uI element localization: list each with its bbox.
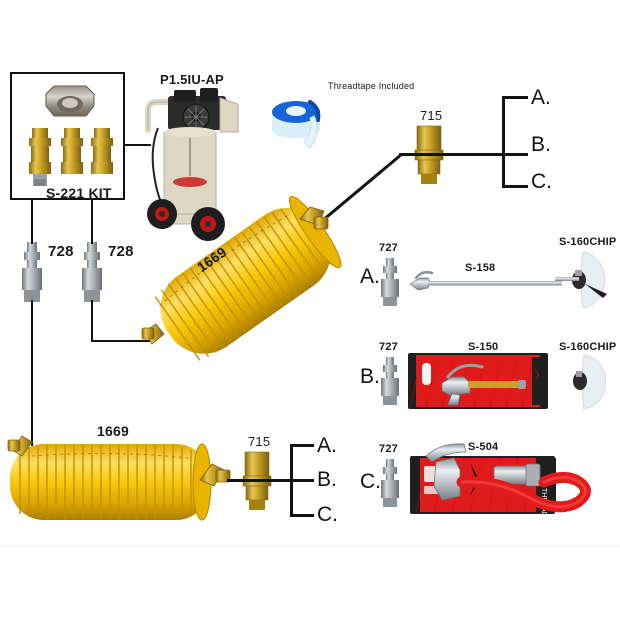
upper-bracket-stub-b: [502, 153, 528, 156]
threadtape-label: Threadtape Included: [328, 81, 415, 91]
upper-bracket-stub-c: [502, 185, 528, 188]
option-b-plug-727: [381, 357, 399, 405]
lower-branch-a-label: A.: [317, 434, 337, 457]
option-b-blow-gun-package: [408, 353, 548, 409]
s221-kit-label: S-221 KIT: [46, 185, 112, 201]
option-b-plug-label: 727: [379, 341, 398, 353]
lower-bracket-stub-a: [290, 444, 314, 447]
option-a-key: A.: [360, 265, 380, 288]
option-b-key: B.: [360, 365, 380, 388]
upper-bracket-stub-a: [502, 96, 528, 99]
option-c-key: C.: [360, 470, 381, 493]
air-compressor-image: [145, 88, 239, 241]
kit-to-plug728-right-line: [91, 200, 93, 244]
kit-to-compressor-line: [125, 144, 151, 146]
option-b-accessory-label: S-160CHIP: [559, 341, 617, 353]
option-c-tire-inflator-package: THREAD: [410, 443, 591, 517]
option-a-plug-727: [381, 258, 399, 306]
option-c-tool-label: S-504: [468, 441, 499, 453]
plug-728-right: [82, 242, 102, 302]
kit-brass-fitting-1: [29, 128, 51, 186]
plug-728-left-label: 728: [48, 243, 74, 260]
option-a-tool-label: S-158: [465, 262, 496, 274]
coiled-hose-upper: [141, 195, 342, 361]
coiled-hose-lower: [7, 435, 231, 521]
lower-branch-b-label: B.: [317, 468, 337, 491]
option-c-plug-727: [381, 459, 399, 507]
plug728-left-down-line: [31, 300, 33, 446]
plug-728-right-label: 728: [108, 243, 134, 260]
kit-to-plug728-left-line: [31, 200, 33, 244]
upper-branch-c-label: C.: [531, 170, 552, 193]
threadtape-icon: [272, 100, 321, 149]
plug-728-left: [22, 242, 42, 302]
kit-steel-coupler-icon: [45, 85, 95, 117]
plug728-right-elbow-line: [91, 340, 152, 342]
coupler-715-upper-line: [399, 153, 504, 156]
hose-lower-label: 1669: [97, 423, 129, 439]
kit-brass-fitting-2: [61, 128, 83, 174]
option-a-chip-guard: [555, 251, 607, 309]
option-b-tool-label: S-150: [468, 341, 499, 353]
kit-brass-fitting-3: [91, 128, 113, 174]
coupler-715-lower-label: 715: [248, 434, 271, 449]
option-a-plug-label: 727: [379, 242, 398, 254]
coupler-715-upper-label: 715: [420, 108, 443, 123]
plug728-right-down-line: [91, 300, 93, 342]
upper-branch-b-label: B.: [531, 133, 551, 156]
lower-bracket-stub-b: [290, 479, 314, 482]
option-b-chip-guard: [573, 354, 607, 410]
coupler-715-lower-line: [227, 479, 292, 482]
bottom-separator: [0, 546, 620, 547]
upper-bracket-vertical: [502, 96, 505, 188]
upper-branch-a-label: A.: [531, 86, 551, 109]
lower-branch-c-label: C.: [317, 503, 338, 526]
option-a-blow-wand: [409, 270, 562, 291]
option-a-accessory-label: S-160CHIP: [559, 236, 617, 248]
compressor-label: P1.5IU-AP: [160, 72, 224, 87]
lower-bracket-stub-c: [290, 514, 314, 517]
option-c-plug-label: 727: [379, 443, 398, 455]
